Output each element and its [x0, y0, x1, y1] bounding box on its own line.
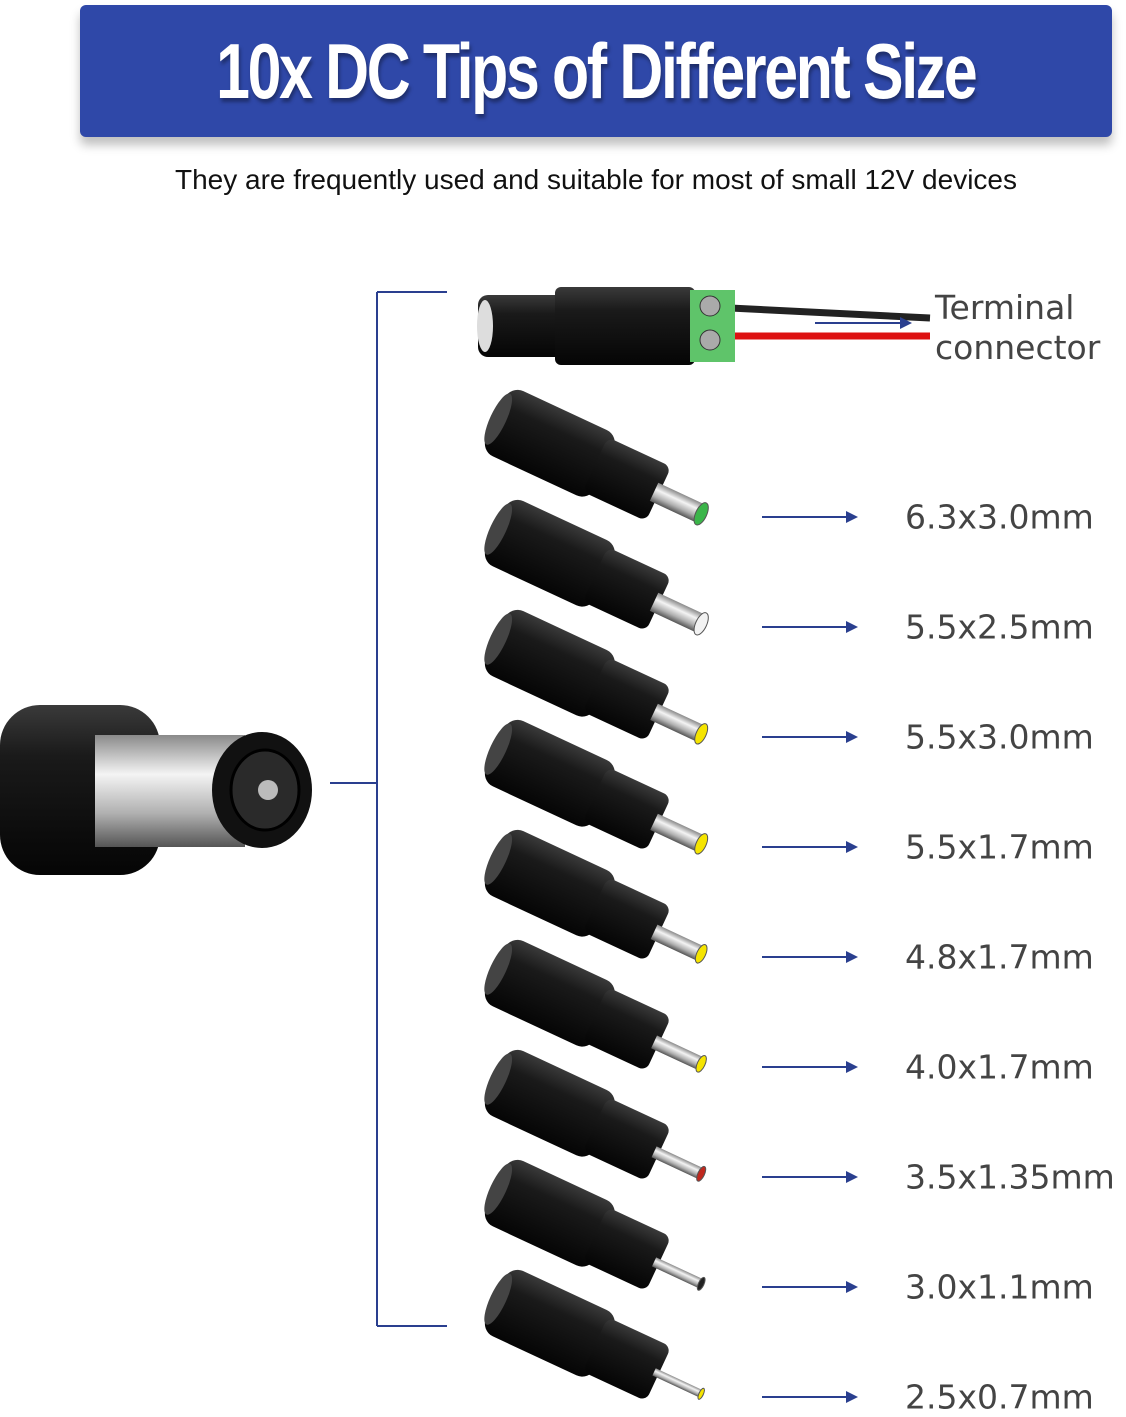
arrow-right-icon	[846, 731, 858, 743]
dc-tip	[484, 389, 709, 526]
dc-tip	[484, 719, 709, 855]
tip-size-label: 3.5x1.35mm	[905, 1157, 1115, 1197]
terminal-label-line2: connector	[935, 328, 1101, 367]
tip-size-label: 4.0x1.7mm	[905, 1047, 1094, 1087]
arrow-right-icon	[846, 1061, 858, 1073]
dc-tip	[484, 609, 709, 745]
tips-layer	[484, 389, 858, 1403]
arrow-right-icon	[846, 1281, 858, 1293]
tip-size-label: 5.5x3.0mm	[905, 717, 1094, 757]
dc-tip	[484, 829, 708, 964]
dc-tip	[484, 1049, 707, 1182]
terminal-label-line1: Terminal	[935, 288, 1075, 327]
tip-size-label: 2.5x0.7mm	[905, 1377, 1094, 1417]
subtitle: They are frequently used and suitable fo…	[175, 164, 1017, 195]
tip-size-label: 5.5x1.7mm	[905, 827, 1094, 867]
tip-size-label: 6.3x3.0mm	[905, 497, 1094, 537]
terminal-connector	[477, 287, 931, 365]
tip-size-label: 5.5x2.5mm	[905, 607, 1094, 647]
arrow-right-icon	[846, 1391, 858, 1403]
terminal-connector-label: Terminal connector	[935, 288, 1100, 368]
title-banner: 10x DC Tips of Different Size	[80, 5, 1112, 137]
arrow-right-icon	[846, 1171, 858, 1183]
dc-tip	[484, 499, 709, 636]
arrow-right-icon	[846, 951, 858, 963]
arrow-right-icon	[846, 511, 858, 523]
arrow-right-icon	[846, 841, 858, 853]
page-title: 10x DC Tips of Different Size	[216, 26, 978, 115]
dc-tip	[484, 1269, 705, 1400]
tip-size-label: 4.8x1.7mm	[905, 937, 1094, 977]
bracket-lines	[330, 291, 447, 1327]
main-dc-plug	[0, 705, 312, 875]
dc-tip	[484, 1159, 706, 1291]
tip-size-label: 3.0x1.1mm	[905, 1267, 1094, 1307]
arrow-right-icon	[846, 621, 858, 633]
dc-tip	[484, 939, 707, 1073]
